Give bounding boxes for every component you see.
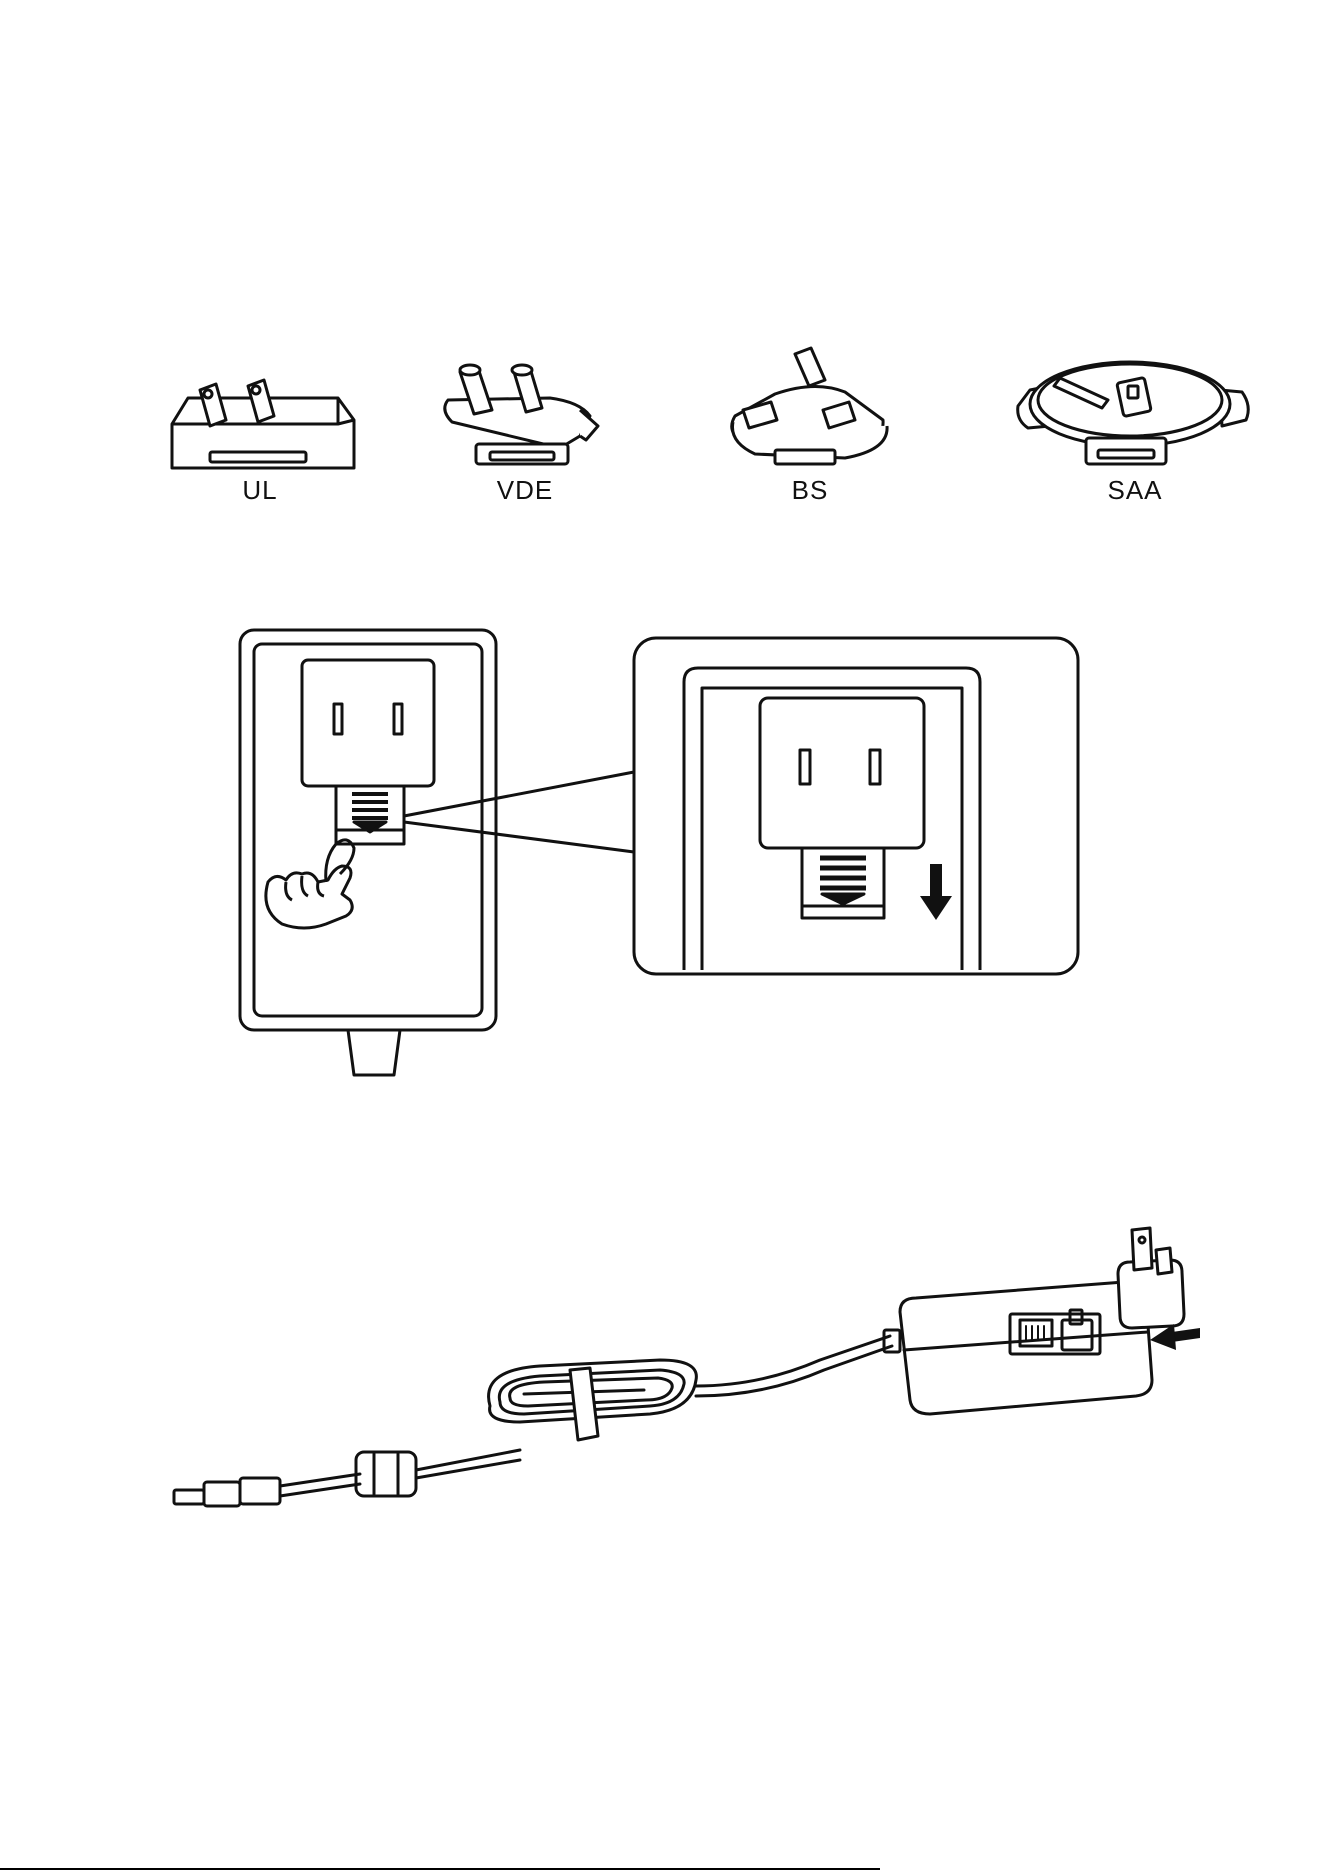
plug-ul: UL <box>160 340 360 510</box>
adapter-with-cable-illustration <box>160 1210 1200 1530</box>
adapter-release-illustration <box>230 620 1090 1080</box>
ul-plug-icon <box>160 340 360 470</box>
plug-label-ul: UL <box>160 475 360 506</box>
plug-label-saa: SAA <box>1010 475 1260 506</box>
release-diagram <box>230 620 1090 1080</box>
assembly-diagram <box>160 1210 1200 1530</box>
down-arrow-icon <box>920 864 952 920</box>
plug-label-vde: VDE <box>430 475 620 506</box>
footer-rule <box>0 1868 880 1870</box>
plug-saa: SAA <box>1010 340 1260 510</box>
plug-vde: VDE <box>430 340 620 510</box>
plug-label-bs: BS <box>715 475 905 506</box>
vde-plug-icon <box>430 340 620 470</box>
bs-plug-icon <box>715 340 905 470</box>
saa-plug-icon <box>1010 340 1260 470</box>
plug-bs: BS <box>715 340 905 510</box>
